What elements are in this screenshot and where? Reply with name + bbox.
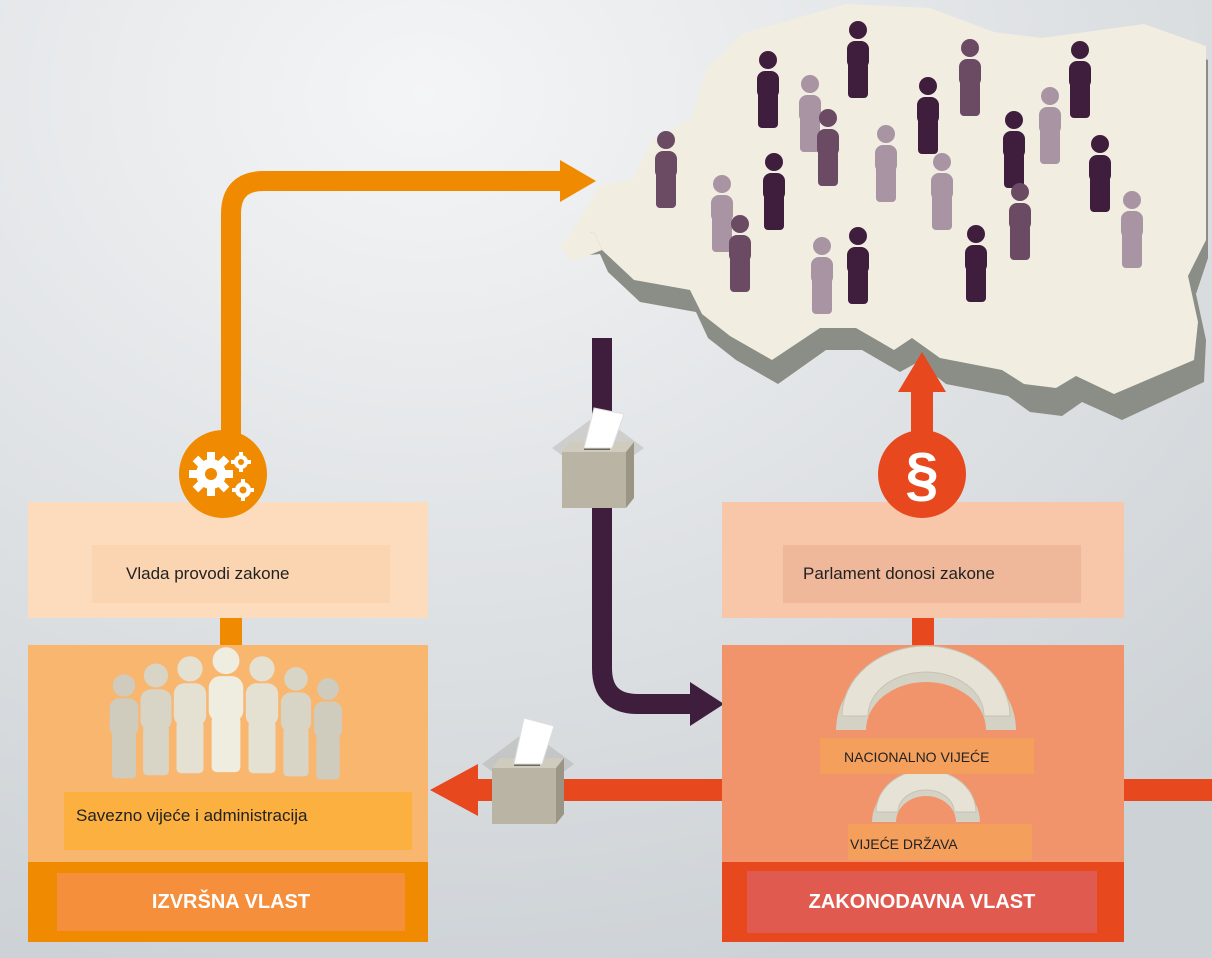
national-council-chamber <box>836 645 1016 730</box>
executive-power-title: IZVRŠNA VLAST <box>57 873 405 931</box>
gears-icon <box>179 430 267 518</box>
svg-text:§: § <box>905 441 938 508</box>
federal-council-label: Savezno vijeće i administracija <box>64 792 412 850</box>
national-council-label: NACIONALNO VIJEĆE <box>820 738 1034 774</box>
paragraph-icon: § <box>878 430 966 518</box>
council-of-states-label: VIJEĆE DRŽAVA <box>848 824 1032 860</box>
executive-task-label: Vlada provodi zakone <box>92 545 390 603</box>
legislative-task-label: Parlament donosi zakone <box>783 545 1081 603</box>
ballot-box-icon <box>552 407 644 508</box>
ballot-box-icon <box>482 717 574 824</box>
legislative-power-title: ZAKONODAVNA VLAST <box>747 871 1097 933</box>
council-of-states-chamber <box>872 769 980 822</box>
exec-arrow-to-people <box>221 160 596 650</box>
vote-arrow-people-to-parliament <box>592 338 724 726</box>
